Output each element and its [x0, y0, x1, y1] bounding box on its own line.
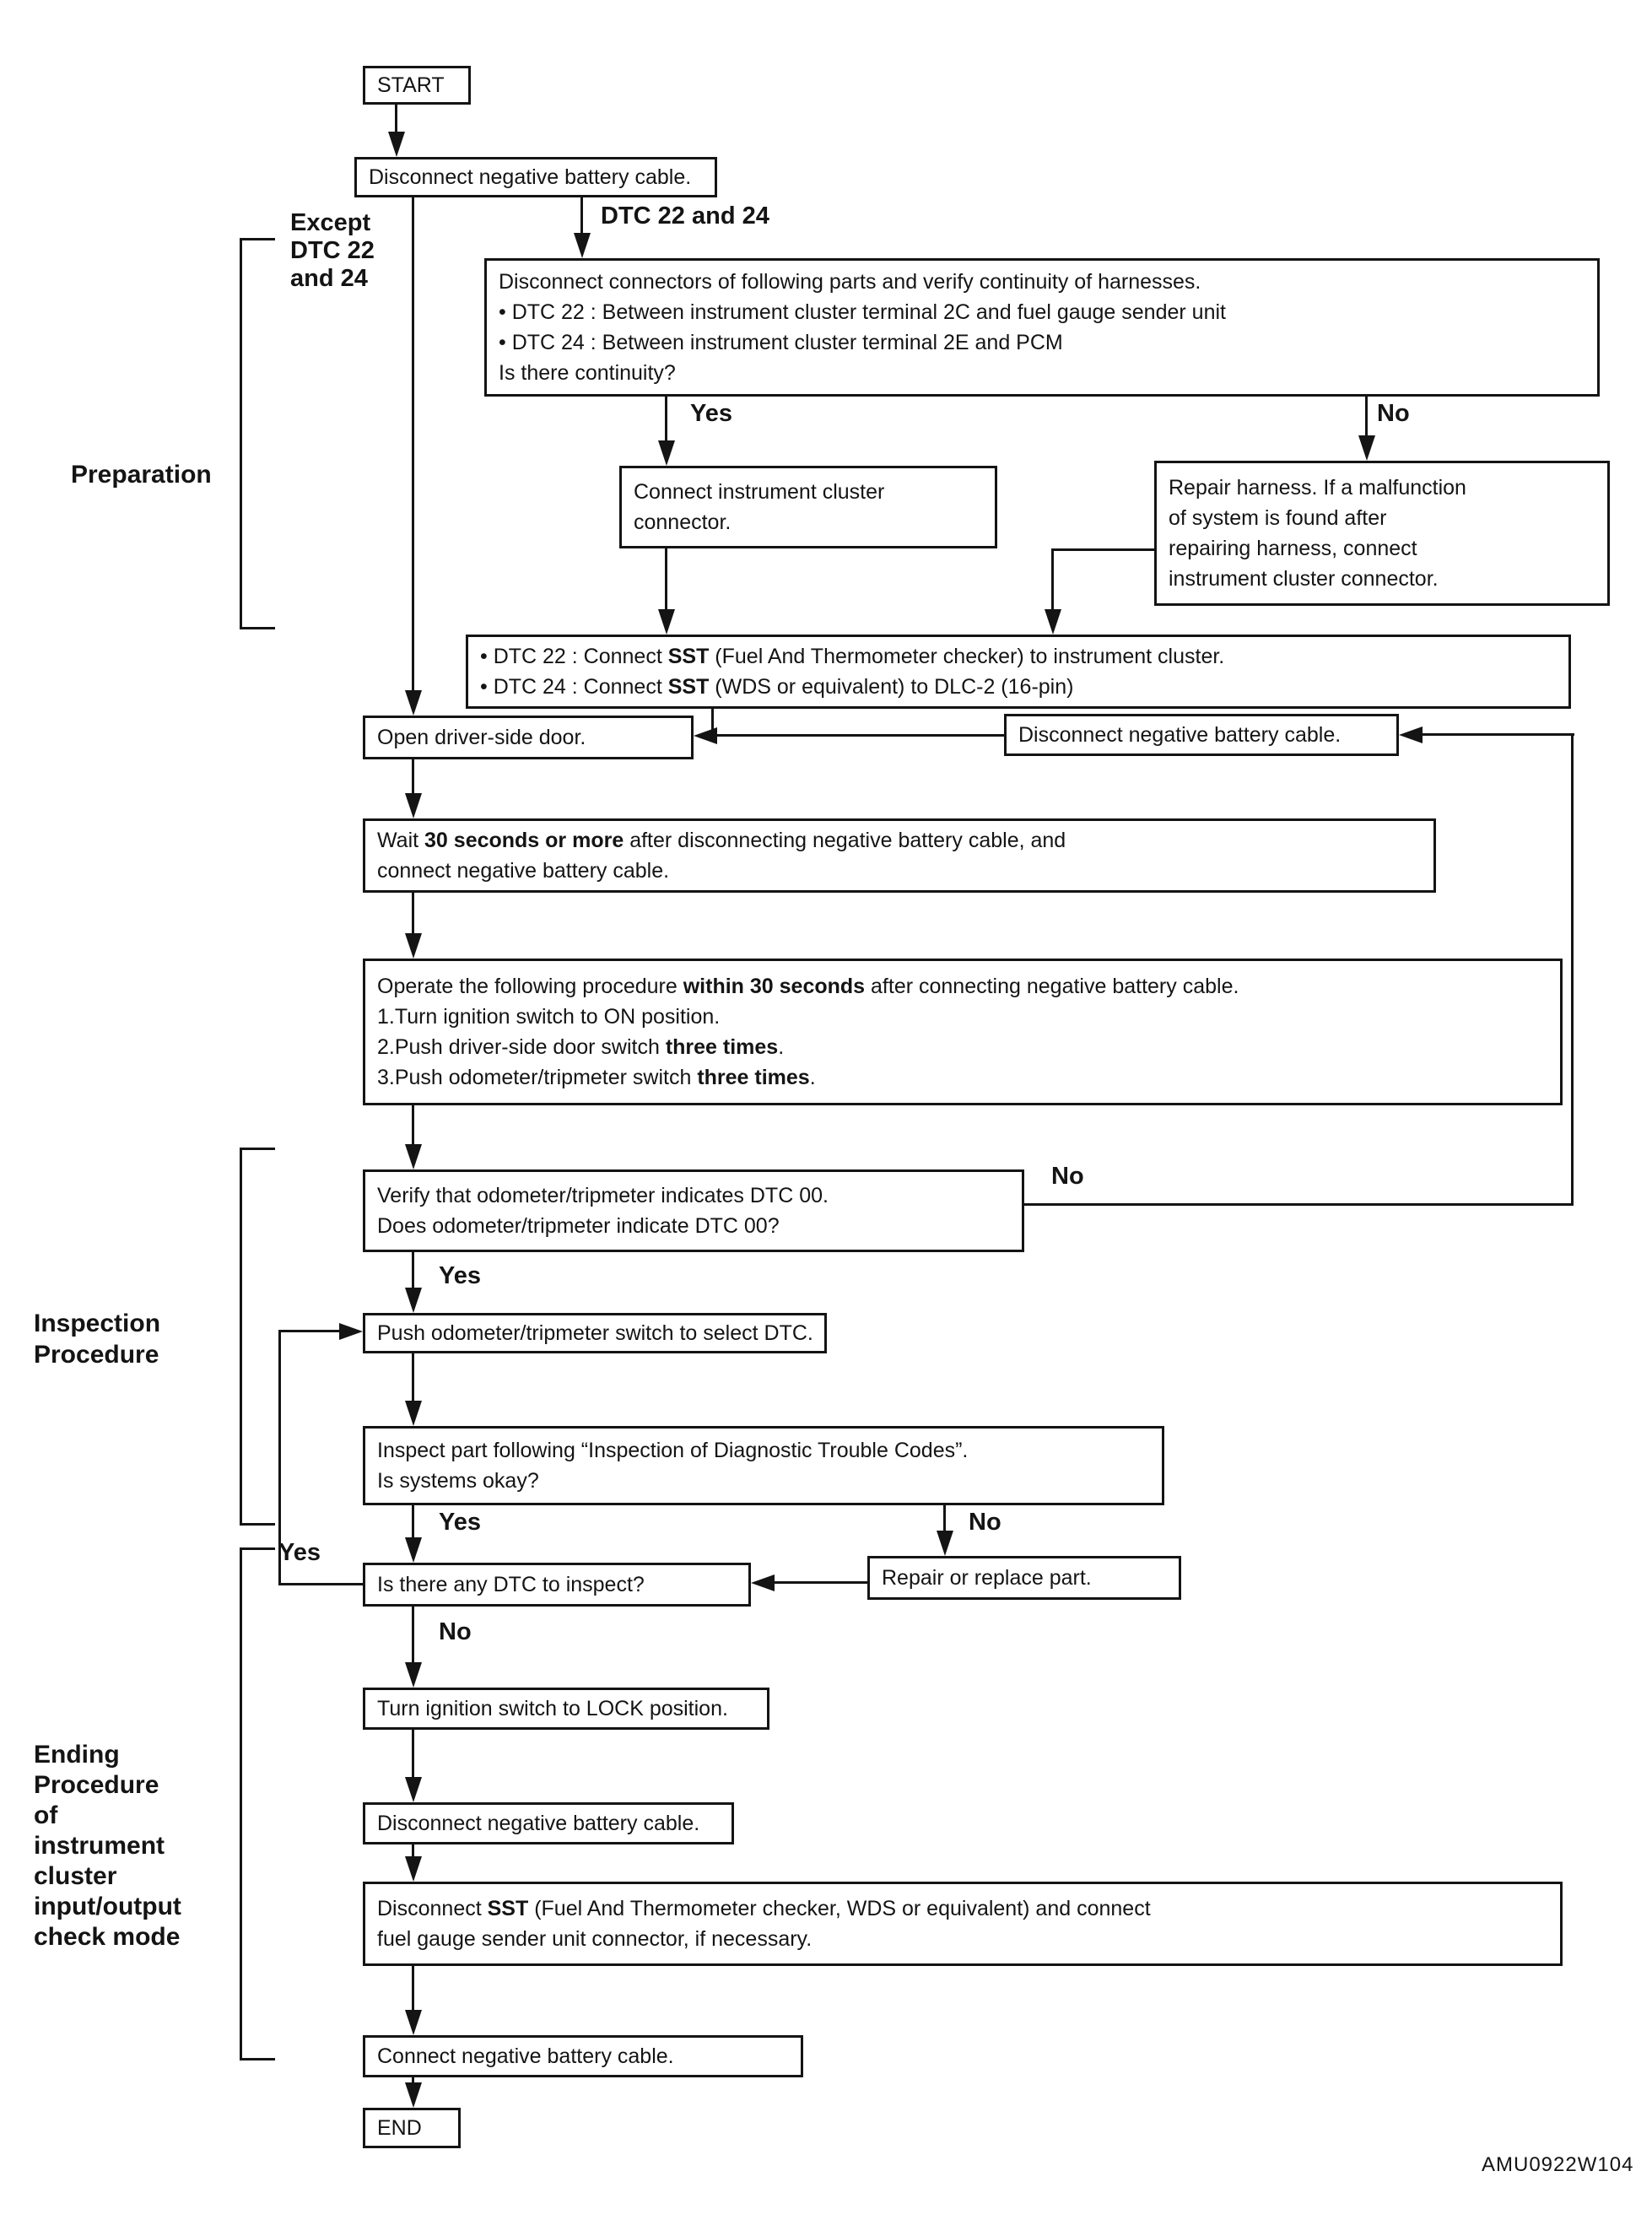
node-verify-continuity: Disconnect connectors of following parts… — [484, 258, 1600, 397]
connector-return-right-v — [1571, 733, 1574, 1206]
connector-sst-to-connect — [412, 1966, 414, 2012]
arrowhead-into-disconnect3 — [405, 1777, 422, 1802]
bracket-preparation-bottom-tick — [240, 627, 275, 629]
arrowhead-into-disconnect2 — [1399, 726, 1423, 743]
node-connect-battery: Connect negative battery cable. — [363, 2035, 803, 2077]
connector-inspect-no — [943, 1505, 946, 1532]
bracket-inspection-bottom-tick — [240, 1523, 275, 1526]
bracket-ending-bottom-tick — [240, 2058, 275, 2060]
connector-loop-top-h — [278, 1330, 341, 1332]
node-open-door: Open driver-side door. — [363, 716, 694, 759]
connector-operate-to-verify — [412, 1105, 414, 1146]
arrowhead-into-sst-right — [1045, 609, 1061, 635]
arrowhead-loop-into-push-select — [339, 1323, 363, 1340]
arrowhead-into-disconnect-sst — [405, 1856, 422, 1882]
connector-lock-to-disconnect — [412, 1730, 414, 1779]
label-dtc-22-24: DTC 22 and 24 — [601, 203, 769, 230]
connector-continuity-yes — [665, 397, 667, 444]
connector-door-to-wait — [412, 759, 414, 795]
label-yes-verify: Yes — [439, 1262, 481, 1289]
connector-return-top-h — [1421, 733, 1574, 736]
connector-start-down — [395, 103, 397, 135]
label-no-verify: No — [1051, 1163, 1084, 1190]
bracket-inspection-top-tick — [240, 1148, 275, 1150]
arrowhead-into-open-door-right — [694, 727, 717, 744]
arrowhead-into-repair-replace — [937, 1531, 953, 1556]
connector-to-open-door-h — [714, 734, 1006, 737]
connector-except-path-down — [412, 197, 414, 694]
node-wait-30s: Wait 30 seconds or more after disconnect… — [363, 818, 1436, 893]
node-disconnect-sst: Disconnect SST (Fuel And Thermometer che… — [363, 1882, 1563, 1966]
connector-continuity-no — [1365, 397, 1368, 439]
node-disconnect-battery-1: Disconnect negative battery cable. — [354, 157, 717, 197]
connector-wait-to-operate — [412, 893, 414, 935]
arrowhead-into-anydtc — [405, 1537, 422, 1563]
arrowhead-into-connect-battery — [405, 2010, 422, 2035]
bracket-ending — [240, 1547, 242, 2060]
label-no-inspect: No — [969, 1509, 1001, 1536]
bracket-inspection — [240, 1148, 242, 1526]
connector-repair-exit-v — [1051, 548, 1054, 613]
arrowhead-into-push-select — [405, 1288, 422, 1313]
node-disconnect-battery-3: Disconnect negative battery cable. — [363, 1802, 734, 1844]
arrowhead-into-open-door-top — [405, 690, 422, 716]
arrowhead-into-sst-left — [658, 609, 675, 635]
arrowhead-into-ignition-lock — [405, 1662, 422, 1688]
label-yes-loop: Yes — [278, 1539, 321, 1566]
label-yes-inspect: Yes — [439, 1509, 481, 1536]
arrowhead-into-wait — [405, 793, 422, 818]
connector-anydtc-no — [412, 1607, 414, 1664]
node-any-dtc: Is there any DTC to inspect? — [363, 1563, 751, 1607]
connector-inspect-yes — [412, 1505, 414, 1539]
bracket-ending-top-tick — [240, 1547, 275, 1550]
arrowhead-into-connect-cluster — [658, 440, 675, 466]
connector-dtc2224-down — [580, 197, 583, 236]
arrowhead-into-verify — [405, 1144, 422, 1169]
node-inspect-part: Inspect part following “Inspection of Di… — [363, 1426, 1164, 1505]
label-yes-continuity: Yes — [690, 400, 732, 427]
arrowhead-into-end — [405, 2082, 422, 2108]
connector-verify-yes — [412, 1252, 414, 1289]
node-ignition-lock: Turn ignition switch to LOCK position. — [363, 1688, 769, 1730]
arrowhead-into-anydtc-right — [751, 1574, 775, 1591]
connector-disconnect-to-sst — [412, 1844, 414, 1858]
node-connect-sst: • DTC 22 : Connect SST (Fuel And Thermom… — [466, 635, 1571, 709]
arrowhead-into-disconnect1 — [388, 132, 405, 157]
bracket-preparation-top-tick — [240, 238, 275, 240]
node-repair-replace: Repair or replace part. — [867, 1556, 1181, 1600]
arrowhead-into-operate — [405, 933, 422, 959]
figure-code: AMU0922W104 — [1482, 2153, 1634, 2176]
node-verify-dtc00: Verify that odometer/tripmeter indicates… — [363, 1169, 1024, 1252]
connector-verify-no-h — [1023, 1203, 1574, 1206]
connector-cluster-to-sst — [665, 548, 667, 613]
connector-loop-left-v — [278, 1330, 281, 1585]
connector-connect-to-end — [412, 2077, 414, 2084]
connector-sst-down — [711, 709, 714, 737]
arrowhead-into-repair-harness — [1358, 435, 1375, 461]
arrowhead-into-continuity — [574, 233, 591, 258]
connector-repairpart-to-anydtc — [773, 1581, 867, 1584]
node-push-select-dtc: Push odometer/tripmeter switch to select… — [363, 1313, 827, 1353]
connector-push-to-inspect — [412, 1353, 414, 1402]
label-no-continuity: No — [1377, 400, 1410, 427]
arrowhead-into-inspect — [405, 1401, 422, 1426]
node-start: START — [363, 66, 471, 105]
label-no-anydtc: No — [439, 1618, 472, 1645]
node-operate-30s: Operate the following procedure within 3… — [363, 959, 1563, 1105]
node-disconnect-battery-2: Disconnect negative battery cable. — [1004, 714, 1399, 756]
bracket-preparation — [240, 238, 242, 629]
connector-loop-bottom-h — [278, 1583, 363, 1585]
section-label-preparation: Preparation — [71, 461, 212, 489]
node-end: END — [363, 2108, 461, 2148]
connector-repair-exit-h — [1051, 548, 1156, 551]
